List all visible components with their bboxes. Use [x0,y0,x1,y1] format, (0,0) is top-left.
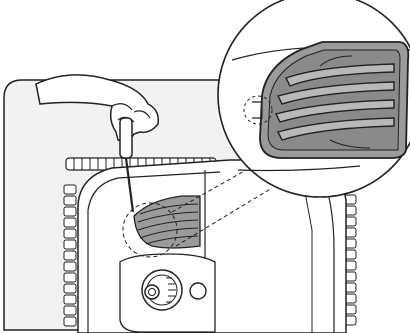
indicator-button-icon [190,283,206,299]
mode-dial-icon [142,270,182,310]
